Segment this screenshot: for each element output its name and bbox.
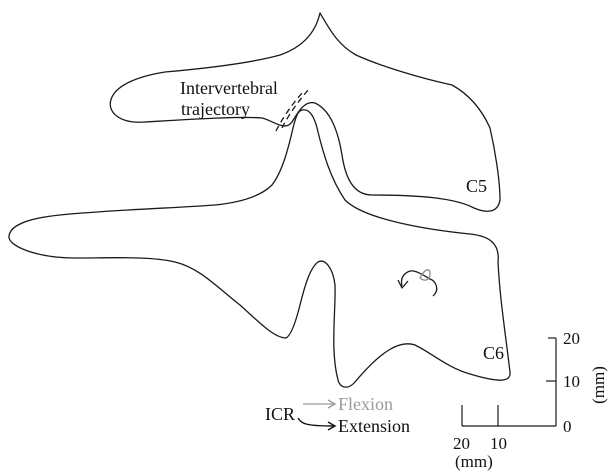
scale-bar bbox=[461, 337, 557, 427]
extension-label: Extension bbox=[338, 416, 410, 436]
trajectory-dash-inner bbox=[275, 92, 303, 132]
scale-y-tick-0: 0 bbox=[563, 417, 572, 436]
scale-y-tick-20: 20 bbox=[563, 329, 580, 348]
scale-x-tick-10: 10 bbox=[490, 434, 507, 453]
scale-x-unit: (mm) bbox=[455, 452, 493, 471]
c6-label: C6 bbox=[483, 343, 504, 363]
c5-outline bbox=[109, 12, 501, 212]
trajectory-label-line2: trajectory bbox=[181, 99, 250, 119]
flexion-arrow bbox=[303, 399, 337, 409]
scale-y-tick-10: 10 bbox=[563, 372, 580, 391]
scale-x-tick-20: 20 bbox=[453, 434, 470, 453]
c6-outline bbox=[8, 109, 511, 388]
trajectory-dash-outer bbox=[281, 88, 310, 129]
icr-curl-inner bbox=[419, 268, 431, 281]
icr-curl-arrowhead bbox=[397, 279, 409, 289]
extension-arrow bbox=[297, 417, 337, 431]
c5-label: C5 bbox=[466, 176, 487, 196]
icr-label: ICR bbox=[265, 404, 295, 424]
icr-curl-path bbox=[400, 270, 438, 297]
scale-y-unit: (mm) bbox=[589, 366, 608, 404]
trajectory-label-line1: Intervertebral bbox=[180, 78, 278, 98]
flexion-label: Flexion bbox=[338, 394, 393, 414]
